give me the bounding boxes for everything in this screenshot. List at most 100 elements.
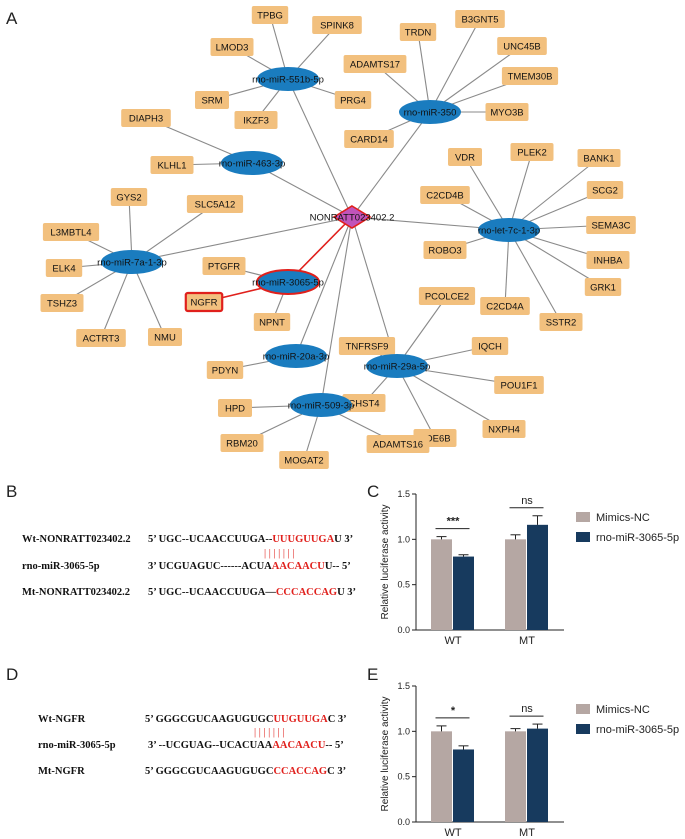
gene-label-sstr2: SSTR2 [546,318,577,329]
gene-node-elk4 [45,259,83,277]
seq-b-mt-label: Mt-NONRATT023402.2 [22,587,130,598]
network-nodes: TPBGSPINK8LMOD3PRG4IKZF3SRMTRDNB3GNT5UNC… [40,6,636,469]
seq-b-mir-label: rno-miR-3065-5p [22,561,100,572]
gene-node-mogat2 [279,451,329,469]
gene-label-pcolce2: PCOLCE2 [425,292,469,303]
gene-label-nmu: NMU [154,333,176,344]
gene-node-ngfr [184,291,224,313]
seq-b-mt-seq: 5’ UGC--UCAACCUUGA—CCCACCAGU 3’ [148,587,356,598]
seq-d-pairing: | | | | | | | [254,727,284,738]
y-axis-label: Relative luciferase activity [380,696,391,811]
gene-node-inhba [586,251,630,269]
gene-label-tpbg: TPBG [257,11,283,22]
gene-node-prg4 [334,91,372,109]
significance-label-wt: *** [447,516,461,528]
gene-node-card14 [344,130,394,148]
edge-rno-mir-350-b3gnt5 [429,18,481,113]
mirna-node-rno-mir-350 [399,100,461,124]
gene-node-bank1 [577,149,621,167]
gene-label-diaph3: DIAPH3 [129,114,163,125]
panel-c-label: C [367,482,379,501]
mirna-label-rno-mir-551b-5p: rno-miR-551b-5p [252,75,324,86]
gene-label-bank1: BANK1 [583,154,614,165]
legend-swatch-rno-mir-3065-5p [576,532,590,542]
gene-node-ptgfr [202,257,246,275]
y-tick-label: 1.0 [397,534,410,544]
gene-label-mogat2: MOGAT2 [284,456,323,467]
edge-hub-rno-mir-509-3p [320,216,353,406]
gene-label-tmem30b: TMEM30B [508,72,553,83]
gene-node-robo3 [423,241,467,259]
gene-label-myo3b: MYO3B [490,108,523,119]
legend-swatch-rno-mir-3065-5p [576,724,590,734]
sequence-alignment-d: Wt-NGFR 5’ GGGCGUCAAGUGUGCUUGUUGAC 3’ | … [38,714,347,777]
edge-rno-let-7c-1-3p-vdr [464,156,510,231]
mirna-node-rno-mir-7a-1-3p [101,250,163,274]
y-tick-label: 0.0 [397,817,410,827]
mirna-node-rno-mir-463-3p [221,151,283,175]
gene-node-sema3c [586,216,636,234]
edge-rno-mir-7a-1-3p-nmu [131,261,166,338]
gene-label-ptgfr: PTGFR [208,262,240,273]
gene-label-pde6b: PDE6B [419,434,450,445]
mirna-label-rno-mir-463-3p: rno-miR-463-3p [219,159,286,170]
gene-node-l3mbtl4 [42,223,100,241]
gene-label-tshz3: TSHZ3 [47,299,77,310]
gene-label-c2cd4b: C2CD4B [426,191,464,202]
bar-wt-rno-mir-3065-5p [453,556,474,630]
gene-label-iqch: IQCH [478,342,502,353]
gene-label-slc5a12: SLC5A12 [195,200,236,211]
mirna-node-rno-mir-29a-5p [366,354,428,378]
gene-node-tnfrsf9 [338,337,396,355]
gene-node-unc45b [497,37,547,55]
gene-label-card14: CARD14 [350,135,388,146]
bar-wt-mimics-nc [431,731,452,822]
y-tick-label: 0.5 [397,580,410,590]
seq-b-pairing: | | | | | | | [264,548,294,559]
seq-d-mir-seq: 3’ --UCGUAG--UCACUAAAACAACU-- 5’ [148,740,344,751]
gene-node-spink8 [312,16,362,34]
mirna-label-rno-mir-350: rno-miR-350 [404,108,457,119]
edge-rno-let-7c-1-3p-c2cd4a [504,229,510,307]
x-tick-label-mt: MT [519,827,535,839]
seq-d-wt-seq: 5’ GGGCGUCAAGUGUGCUUGUUGAC 3’ [145,714,347,725]
gene-node-trdn [399,23,437,41]
mirna-node-rno-mir-3065-5p [256,269,320,295]
gene-label-inhba: INHBA [593,256,623,267]
gene-label-lmod3: LMOD3 [216,43,249,54]
panel-e-label: E [367,665,378,684]
bar-mt-rno-mir-3065-5p [527,524,548,630]
gene-node-grk1 [584,278,622,296]
gene-node-iqch [471,337,509,355]
gene-node-c2cd4a [480,297,530,315]
gene-label-rbm20: RBM20 [226,439,258,450]
mirna-label-rno-mir-3065-5p: rno-miR-3065-5p [252,278,324,289]
x-tick-label-wt: WT [444,827,461,839]
edge-rno-mir-29a-5p-nxph4 [396,365,505,430]
panel-a-label: A [6,9,18,28]
gene-node-b3gnt5 [455,10,505,28]
gene-label-elk4: ELK4 [52,264,75,275]
gene-node-scg2 [586,181,624,199]
edge-rno-let-7c-1-3p-plek2 [508,151,533,231]
gene-node-nxph4 [482,420,526,438]
gene-label-trdn: TRDN [405,28,432,39]
gene-node-lmod3 [210,38,254,56]
bar-wt-mimics-nc [431,539,452,630]
gene-label-npnt: NPNT [259,318,285,329]
gene-node-vdr [448,148,482,166]
gene-label-pou1f1: POU1F1 [501,381,538,392]
gene-node-tshz3 [40,294,84,312]
gene-label-klhl1: KLHL1 [157,161,186,172]
gene-node-tmem30b [501,67,559,85]
gene-label-b3gnt5: B3GNT5 [462,15,499,26]
gene-label-vdr: VDR [455,153,475,164]
edge-rno-mir-350-trdn [417,31,431,113]
gene-label-grk1: GRK1 [590,283,616,294]
gene-label-gys2: GYS2 [116,193,141,204]
significance-label-mt: ns [521,495,533,507]
edge-rno-let-7c-1-3p-sstr2 [508,229,562,323]
gene-label-scg2: SCG2 [592,186,618,197]
